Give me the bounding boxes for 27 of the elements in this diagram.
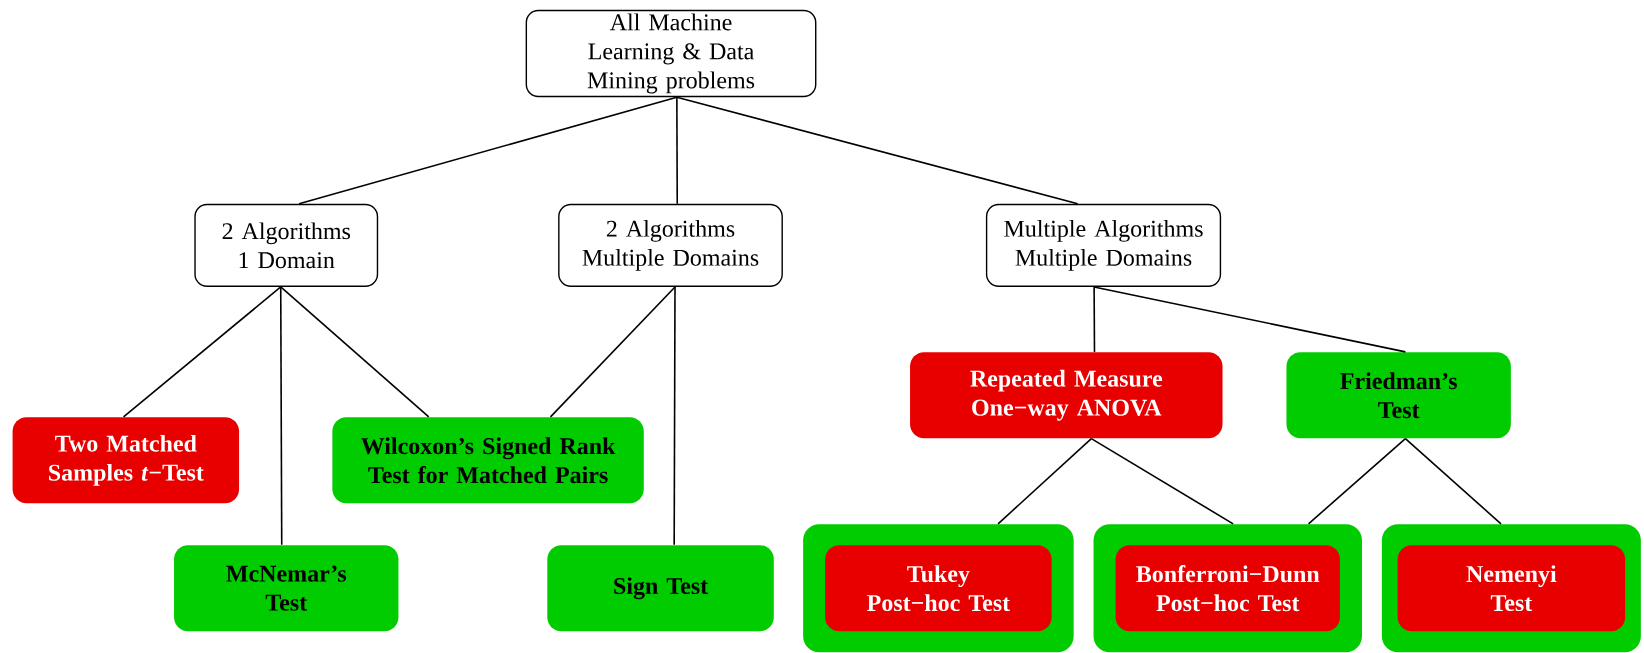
connector-line [1093,286,1096,353]
test-box: Repeated Measure One−way ANOVA [910,352,1223,439]
connector-line [1404,437,1502,525]
category-box: Multiple Algorithms Multiple Domains [985,203,1222,287]
connector-line [997,437,1093,525]
test-box: Bonferroni−Dunn Post−hoc Test [1115,545,1340,632]
test-box: Tukey Post−hoc Test [825,545,1052,632]
test-box: McNemar’s Test [174,545,399,632]
connector-line [1093,286,1407,353]
test-box: Sign Test [547,545,774,632]
connector-line [279,286,283,546]
test-box: Nemenyi Test [1397,545,1626,632]
connector-line [122,286,282,418]
connector-line [298,96,678,205]
test-box: Wilcoxon’s Signed Rank Test for Matched Pairs [332,417,644,504]
test-box: Friedman’s Test [1286,352,1511,439]
category-box: 2 Algorithms Multiple Domains [558,203,783,287]
connector-line [673,286,676,546]
connector-line [279,286,430,418]
connector-line [676,96,679,205]
connector-line [549,286,676,418]
category-box: All Machine Learning & Data Mining problems [525,9,817,98]
connector-line [1307,437,1407,525]
connector-line [1090,437,1234,525]
category-box: 2 Algorithms 1 Domain [194,203,379,287]
test-box: Two Matched Samples t−Test [12,417,240,504]
connector-line [676,96,1079,205]
